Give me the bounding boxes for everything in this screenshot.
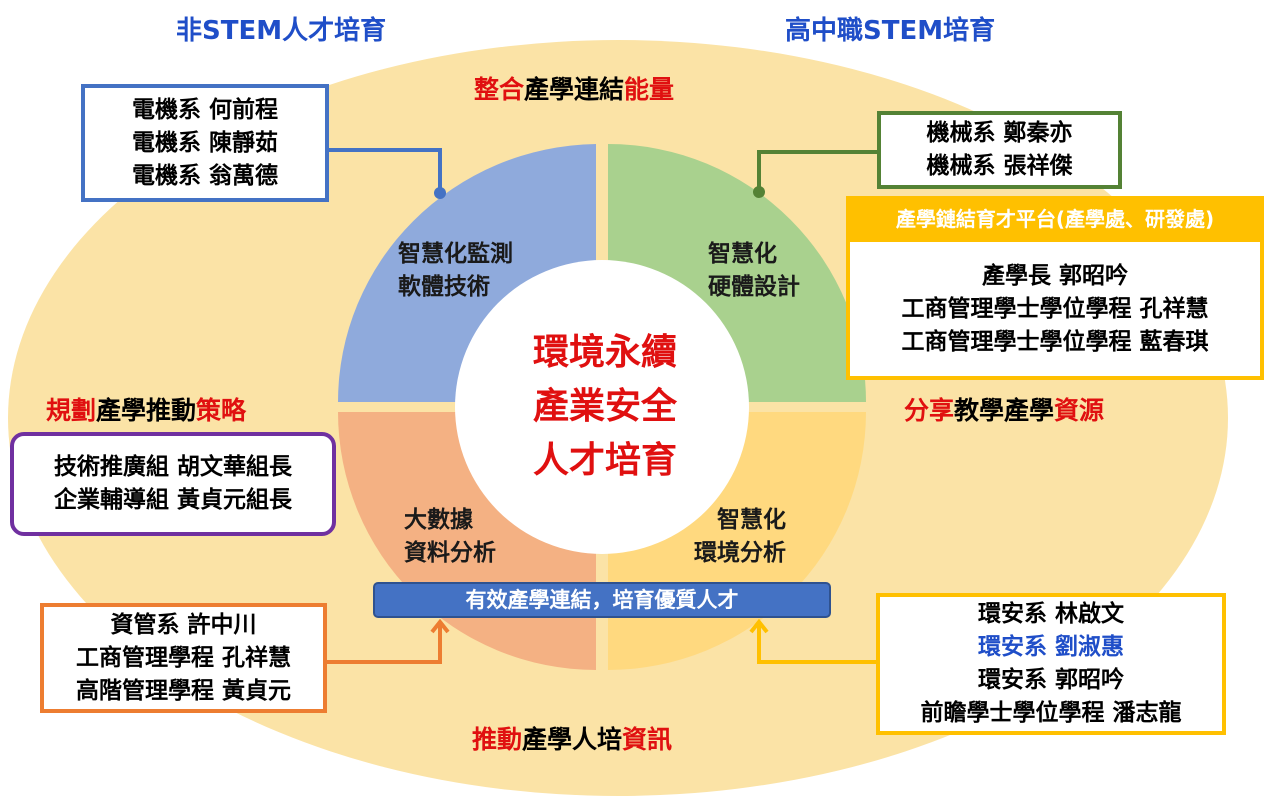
box-line: 高階管理學程 黃貞元 <box>75 677 291 704</box>
corner-title-non-stem: 非STEM人才培育 <box>176 16 387 46</box>
center-circle <box>455 260 749 554</box>
box-line: 產學長 郭昭吟 <box>981 263 1128 289</box>
connector-electrical-dot <box>434 187 446 199</box>
heading-left-highlight-b: 策略 <box>196 396 247 425</box>
box-management: 資管系 許中川 工商管理學程 孔祥慧 高階管理學程 黃貞元 <box>40 603 327 713</box>
quadrant-label-line: 智慧化 <box>717 507 786 533</box>
connector-management <box>327 624 442 664</box>
box-line-highlighted: 環安系 劉淑惠 <box>977 634 1124 660</box>
heading-top-middle: 產學連結 <box>524 75 625 104</box>
connector-environment <box>757 624 876 664</box>
connector-environment-arrow <box>749 618 769 634</box>
box-line: 電機系 陳靜茹 <box>131 129 278 156</box>
box-line: 機械系 張祥傑 <box>926 153 1073 179</box>
box-line: 工商管理學士學位學程 藍春琪 <box>901 329 1209 355</box>
connector-electrical <box>329 148 442 193</box>
quadrant-label-top-right: 智慧化 硬體設計 <box>708 238 800 304</box>
center-text: 環境永續 產業安全 人才培育 <box>480 326 730 488</box>
quadrant-label-line: 環境分析 <box>694 540 786 566</box>
box-line: 前瞻學士學位學程 潘志龍 <box>920 700 1182 726</box>
box-line: 電機系 翁萬德 <box>131 162 278 189</box>
ribbon-banner: 有效產學連結，培育優質人才 <box>373 582 831 618</box>
box-line: 環安系 林啟文 <box>977 601 1124 627</box>
box-line: 技術推廣組 胡文華組長 <box>53 454 292 480</box>
connector-management-arrow <box>430 618 450 634</box>
center-line: 人才培育 <box>532 440 677 481</box>
box-line: 工商管理學程 孔祥慧 <box>75 644 291 671</box>
heading-right-highlight-a: 分享 <box>904 396 955 425</box>
box-line: 電機系 何前程 <box>131 96 278 123</box>
connector-mechanical-dot <box>753 186 765 198</box>
box-line: 機械系 鄭秦亦 <box>926 120 1073 146</box>
heading-left-middle: 產學推動 <box>96 396 197 425</box>
box-line: 工商管理學士學位學程 孔祥慧 <box>901 296 1209 322</box>
quadrant-label-line: 硬體設計 <box>708 274 800 300</box>
quadrant-label-bottom-right: 智慧化 環境分析 <box>694 504 786 570</box>
center-line: 產業安全 <box>532 386 677 427</box>
center-line: 環境永續 <box>532 332 677 373</box>
heading-right-middle: 教學產學 <box>954 396 1055 425</box>
quadrant-label-line: 智慧化 <box>708 241 777 267</box>
heading-left-highlight-a: 規劃 <box>46 396 97 425</box>
quadrant-label-line: 軟體技術 <box>398 274 490 300</box>
heading-bottom: 推動產學人培資訊 <box>472 720 672 756</box>
quadrant-label-line: 大數據 <box>404 507 473 533</box>
heading-left: 規劃產學推動策略 <box>46 391 246 427</box>
heading-bottom-highlight-a: 推動 <box>472 725 523 754</box>
box-environment: 環安系 林啟文 環安系 劉淑惠 環安系 郭昭吟 前瞻學士學位學程 潘志龍 <box>876 593 1226 735</box>
quadrant-label-bottom-left: 大數據 資料分析 <box>404 504 496 570</box>
quadrant-label-top-left: 智慧化監測 軟體技術 <box>398 238 513 304</box>
box-line: 資管系 許中川 <box>110 611 257 638</box>
quadrant-label-line: 智慧化監測 <box>398 241 513 267</box>
quadrant-label-line: 資料分析 <box>404 540 496 566</box>
corner-title-high-school-stem: 高中職STEM培育 <box>785 16 996 46</box>
box-line: 環安系 郭昭吟 <box>977 667 1124 693</box>
heading-right: 分享教學產學資源 <box>904 391 1104 427</box>
heading-top: 整合產學連結能量 <box>474 70 674 106</box>
box-electrical: 電機系 何前程 電機系 陳靜茹 電機系 翁萬德 <box>81 84 329 202</box>
heading-top-highlight-a: 整合 <box>474 75 525 104</box>
box-strategy: 技術推廣組 胡文華組長 企業輔導組 黃貞元組長 <box>10 432 336 536</box>
platform-title: 產學鏈結育才平台(產學處、研發處) <box>846 196 1264 242</box>
connector-mechanical <box>757 150 877 192</box>
box-mechanical: 機械系 鄭秦亦 機械系 張祥傑 <box>877 111 1122 189</box>
heading-right-highlight-b: 資源 <box>1054 396 1105 425</box>
heading-bottom-highlight-b: 資訊 <box>622 725 673 754</box>
heading-top-highlight-b: 能量 <box>624 75 675 104</box>
heading-bottom-middle: 產學人培 <box>522 725 623 754</box>
box-line: 企業輔導組 黃貞元組長 <box>53 487 292 513</box>
